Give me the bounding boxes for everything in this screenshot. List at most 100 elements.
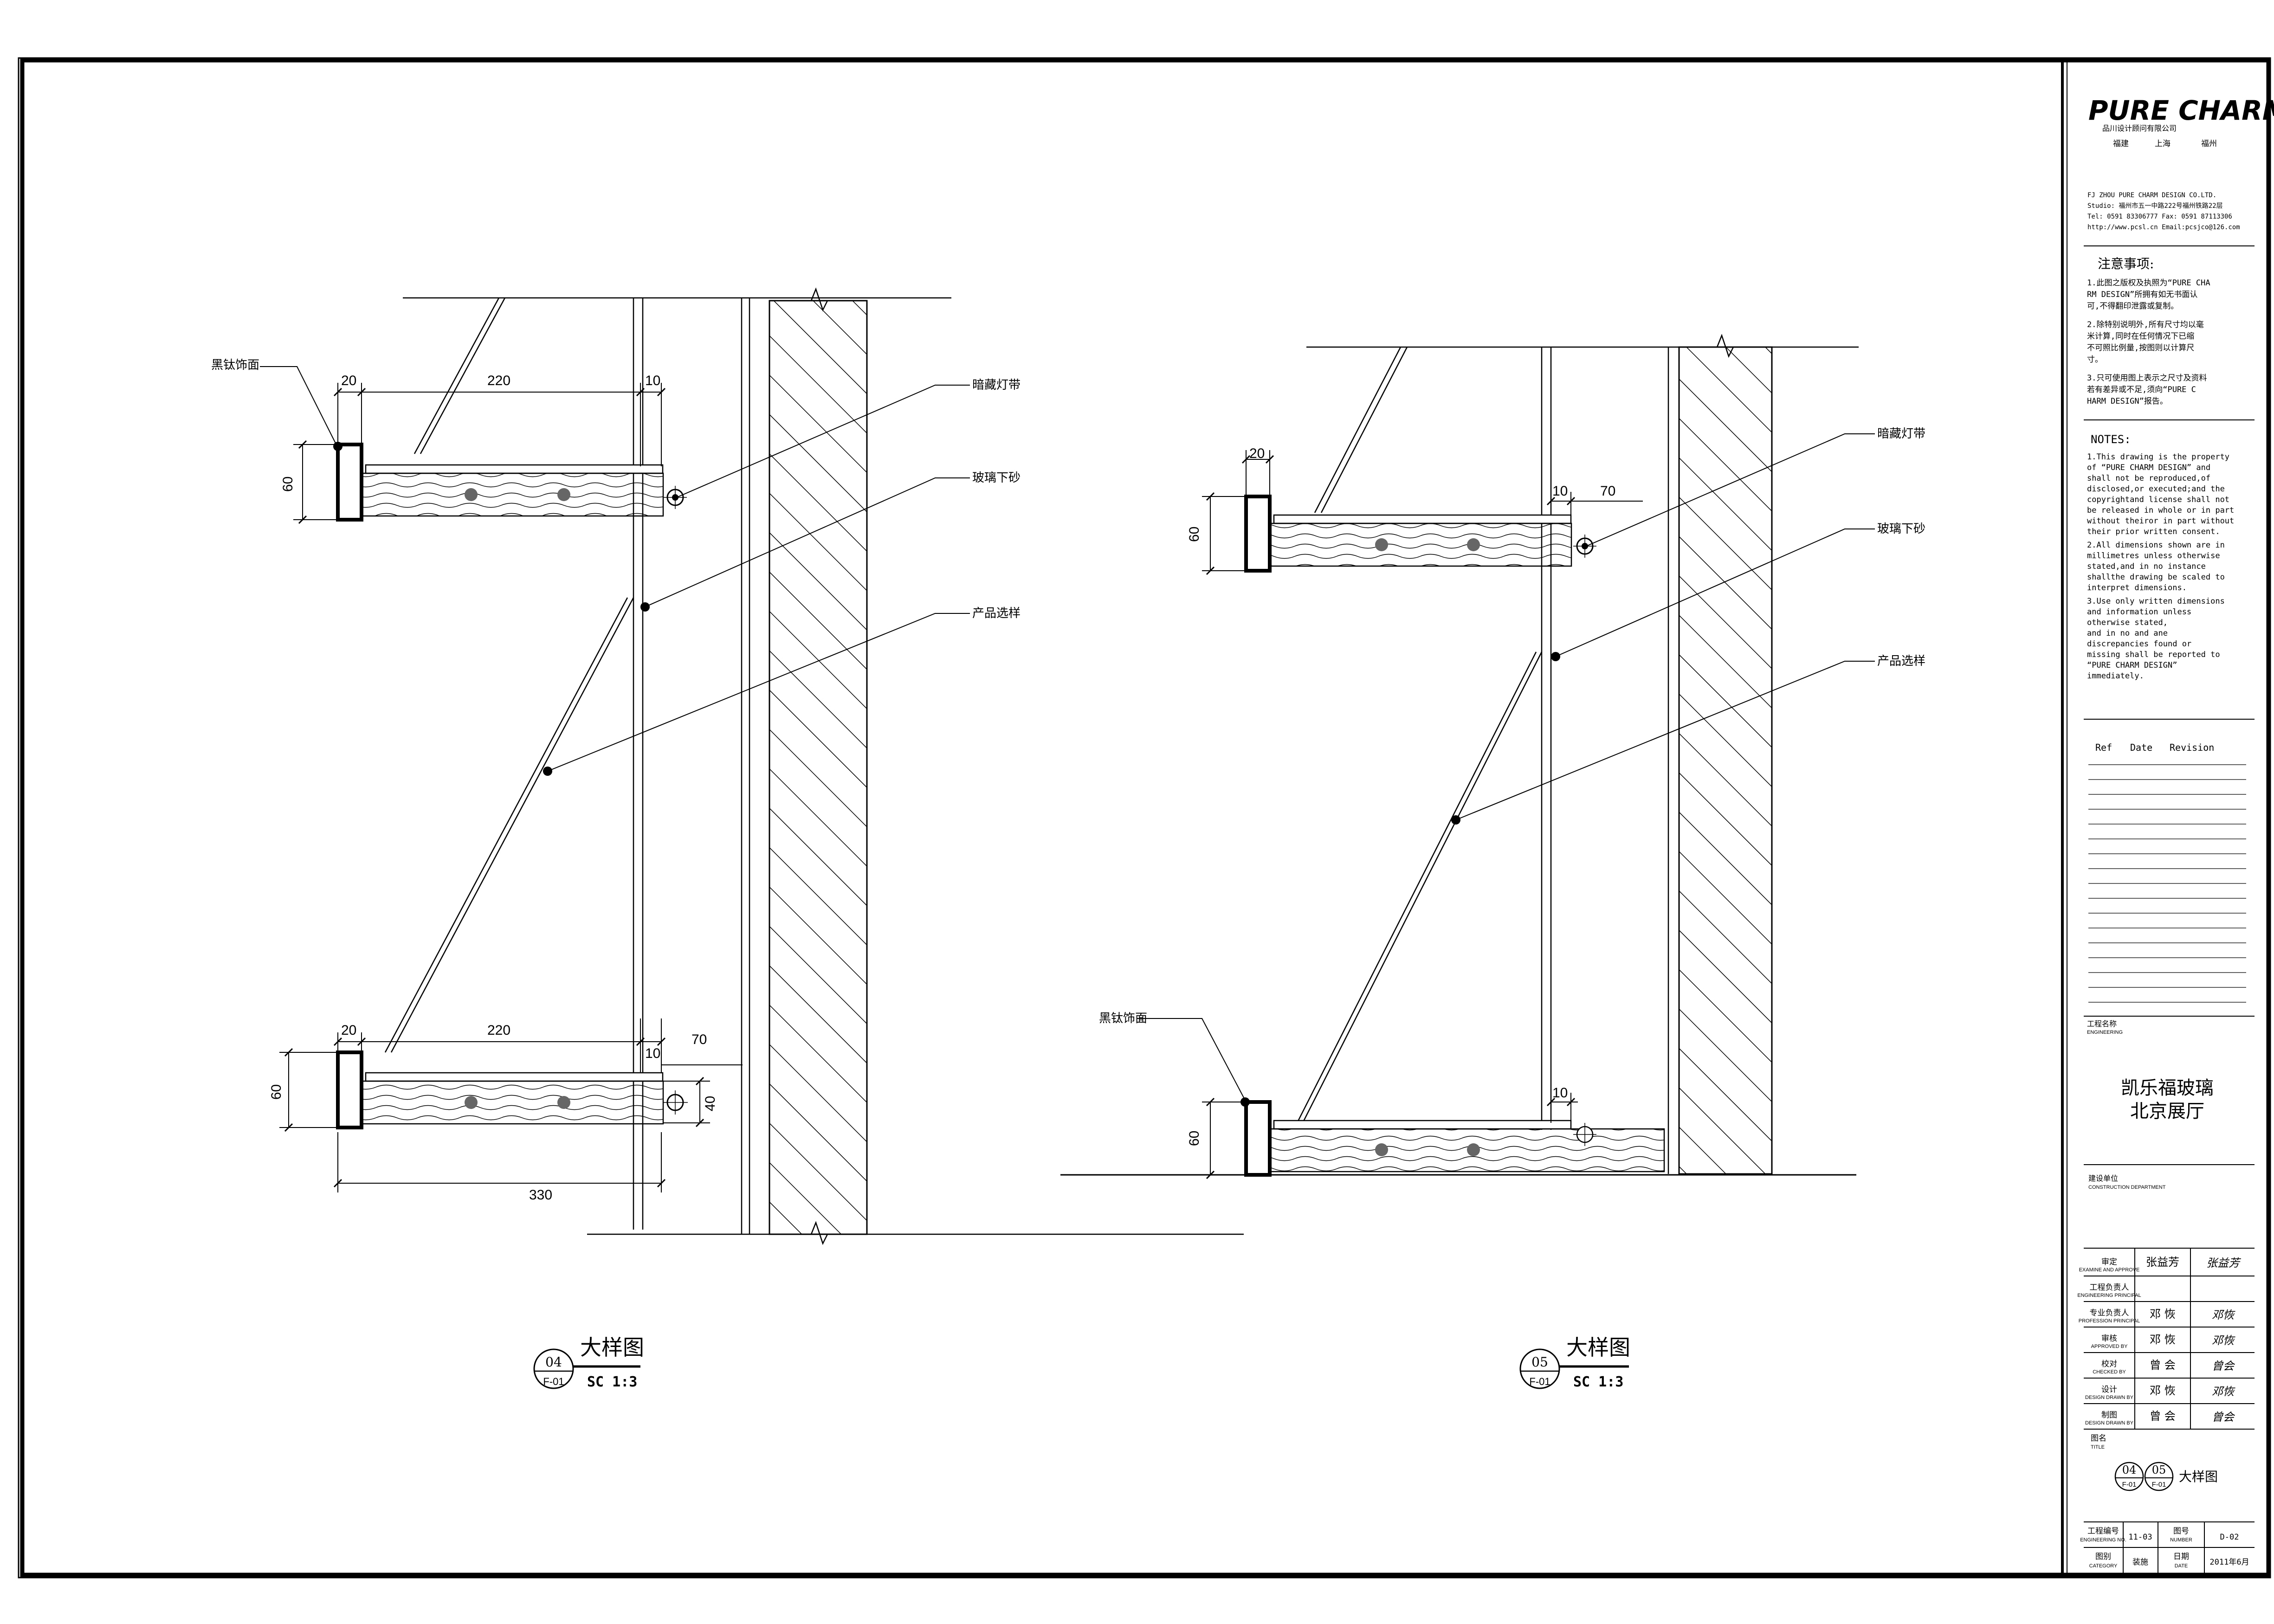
project-name-line2: 北京展厅 bbox=[2130, 1101, 2204, 1122]
approval-role-en: EXAMINE AND APPROVE bbox=[2079, 1267, 2140, 1273]
company-line: http://www.pcsl.cn Email:pcsjco@126.com bbox=[2087, 224, 2240, 231]
approval-name: 张益芳 bbox=[2146, 1256, 2179, 1269]
dim-330: 330 bbox=[529, 1187, 552, 1203]
en-note-line: millimetres unless otherwise bbox=[2087, 551, 2220, 561]
title-block: PURE CHARM 品川设计顾问有限公司 福建 上海 福州 FJ ZHOU P… bbox=[2077, 95, 2274, 1575]
callout-hidden-light-strip: 暗藏灯带 bbox=[1877, 427, 1925, 441]
approval-signature: 曾会 bbox=[2212, 1411, 2235, 1424]
approval-role-en: CHECKED BY bbox=[2093, 1369, 2126, 1375]
callout-product-sample: 产品选样 bbox=[1877, 654, 1925, 668]
title-label-en: TITLE bbox=[2091, 1444, 2105, 1450]
detail-title: 大样图 bbox=[1566, 1335, 1630, 1360]
approval-name: 曾 会 bbox=[2150, 1359, 2176, 1372]
office-3: 福州 bbox=[2201, 139, 2217, 148]
drawing-no-label: 图号 bbox=[2173, 1527, 2189, 1536]
en-note-line: and information unless bbox=[2087, 607, 2191, 617]
en-note-line: disclosed,or executed;and the bbox=[2087, 484, 2225, 494]
detail-number: 04 bbox=[545, 1354, 562, 1370]
dim-20: 20 bbox=[1249, 446, 1265, 461]
date-label-en: DATE bbox=[2175, 1563, 2188, 1569]
cn-note-line: HARM DESIGN”报告。 bbox=[2087, 397, 2168, 406]
revision-rows bbox=[2088, 764, 2246, 1003]
detail-number: 05 bbox=[1531, 1354, 1548, 1370]
en-note-line: and in no and ane bbox=[2087, 629, 2168, 638]
dim-20-lower: 20 bbox=[341, 1023, 356, 1038]
category: 装施 bbox=[2132, 1558, 2148, 1567]
en-note-line: “PURE CHARM DESIGN” bbox=[2087, 661, 2177, 670]
en-note-line: missing shall be reported to bbox=[2087, 650, 2220, 659]
dim-70: 70 bbox=[691, 1032, 707, 1047]
approval-role: 专业负责人 bbox=[2090, 1308, 2129, 1318]
en-note-line: of “PURE CHARM DESIGN” and bbox=[2087, 463, 2210, 472]
project-no: 11-03 bbox=[2128, 1533, 2152, 1542]
project-name-line1: 凯乐福玻璃 bbox=[2121, 1077, 2214, 1099]
en-note-line: shallthe drawing be scaled to bbox=[2087, 573, 2225, 582]
approval-signature: 曾会 bbox=[2212, 1360, 2235, 1373]
inner-border bbox=[20, 58, 2271, 1577]
office-1: 福建 bbox=[2113, 139, 2129, 148]
company-logo: PURE CHARM bbox=[2088, 95, 2274, 126]
dim-60-lower: 60 bbox=[1187, 1131, 1202, 1146]
company-line: Tel: 0591 83306777 Fax: 0591 87113306 bbox=[2087, 213, 2232, 220]
cn-note-line: 米计算,同时在任何情况下已缩 bbox=[2087, 332, 2194, 341]
cn-note-line: 寸。 bbox=[2087, 355, 2103, 364]
approval-signature: 张益芳 bbox=[2206, 1257, 2242, 1270]
approval-role: 审核 bbox=[2101, 1334, 2117, 1343]
dim-10: 10 bbox=[645, 373, 660, 388]
engineering-label-en: ENGINEERING bbox=[2087, 1030, 2123, 1035]
en-notes-heading: NOTES: bbox=[2091, 433, 2131, 446]
callout-black-titanium: 黑钛饰面 bbox=[211, 358, 259, 372]
approval-role-en: APPROVED BY bbox=[2091, 1344, 2128, 1349]
en-note-line: otherwise stated, bbox=[2087, 618, 2168, 627]
company-line: Studio: 福州市五一中路222号福州铁路22层 bbox=[2087, 202, 2223, 210]
engineering-label: 工程名称 bbox=[2087, 1019, 2117, 1028]
construction-label-en: CONSTRUCTION DEPARTMENT bbox=[2088, 1185, 2166, 1190]
approval-role-en: PROFESSION PRINCIPAL bbox=[2079, 1318, 2140, 1324]
approval-role: 工程负责人 bbox=[2090, 1283, 2129, 1292]
detail-title: 大样图 bbox=[580, 1335, 644, 1360]
dim-220-lower: 220 bbox=[487, 1023, 510, 1038]
callout-sandblast-glass: 玻璃下砂 bbox=[972, 471, 1021, 485]
drawing-no: D-02 bbox=[2220, 1533, 2239, 1542]
cn-note-line: 若有差异或不足,须向“PURE C bbox=[2087, 385, 2196, 394]
cn-note-line: 2.除特别说明外,所有尺寸均以毫 bbox=[2087, 320, 2204, 329]
dim-220: 220 bbox=[487, 373, 510, 388]
en-note-line: without theiror in part without bbox=[2087, 516, 2234, 526]
en-note-line: be released in whole or in part bbox=[2087, 506, 2234, 515]
cn-note-line: 可,不得翻印泄露或复制。 bbox=[2087, 302, 2178, 311]
callout-hidden-light-strip: 暗藏灯带 bbox=[972, 378, 1021, 392]
dim-40: 40 bbox=[703, 1096, 718, 1111]
revision-header-ref: Ref bbox=[2095, 742, 2112, 753]
detail-scale: SC 1:3 bbox=[587, 1374, 637, 1390]
dim-20: 20 bbox=[341, 373, 356, 388]
title-ref-2: 05 bbox=[2152, 1463, 2166, 1476]
detail-05: 20 10 70 60 10 60 暗藏灯带 玻璃下砂 产品选样 黑钛饰面 05… bbox=[1060, 334, 1925, 1390]
detail-scale: SC 1:3 bbox=[1573, 1374, 1623, 1390]
revision-header-date: Date bbox=[2130, 742, 2152, 753]
date-label: 日期 bbox=[2173, 1552, 2189, 1561]
construction-label: 建设单位 bbox=[2088, 1174, 2118, 1183]
en-note-line: immediately. bbox=[2087, 671, 2144, 681]
dim-60: 60 bbox=[1187, 527, 1202, 542]
en-note-line: copyrightand license shall not bbox=[2087, 495, 2229, 504]
drawing-title: 大样图 bbox=[2179, 1469, 2218, 1484]
title-ref-1: 04 bbox=[2122, 1463, 2137, 1476]
approval-name: 邓 恢 bbox=[2150, 1384, 2176, 1397]
detail-sheet-ref: F-01 bbox=[543, 1376, 564, 1387]
approval-role: 校对 bbox=[2101, 1360, 2117, 1369]
dim-10-lower: 10 bbox=[1552, 1085, 1568, 1101]
dim-60-lower: 60 bbox=[269, 1084, 284, 1100]
date: 2011年6月 bbox=[2209, 1558, 2249, 1567]
dim-70: 70 bbox=[1600, 483, 1615, 499]
approval-role-en: DESIGN DRAWN BY bbox=[2085, 1395, 2134, 1400]
approval-name: 曾 会 bbox=[2150, 1410, 2176, 1423]
dim-10-lower: 10 bbox=[645, 1046, 660, 1061]
title-ref-sheet-2: F-01 bbox=[2152, 1481, 2166, 1489]
approval-name: 邓 恢 bbox=[2150, 1333, 2176, 1346]
approval-role-en: ENGINEERING PRINCIPAL bbox=[2077, 1293, 2141, 1298]
logo-subtitle: 品川设计顾问有限公司 bbox=[2102, 124, 2177, 133]
project-no-label-en: ENGINEERING NO. bbox=[2080, 1537, 2126, 1543]
approval-signature: 邓恢 bbox=[2212, 1334, 2235, 1347]
approval-role-en: DESIGN DRAWN BY bbox=[2085, 1420, 2134, 1426]
